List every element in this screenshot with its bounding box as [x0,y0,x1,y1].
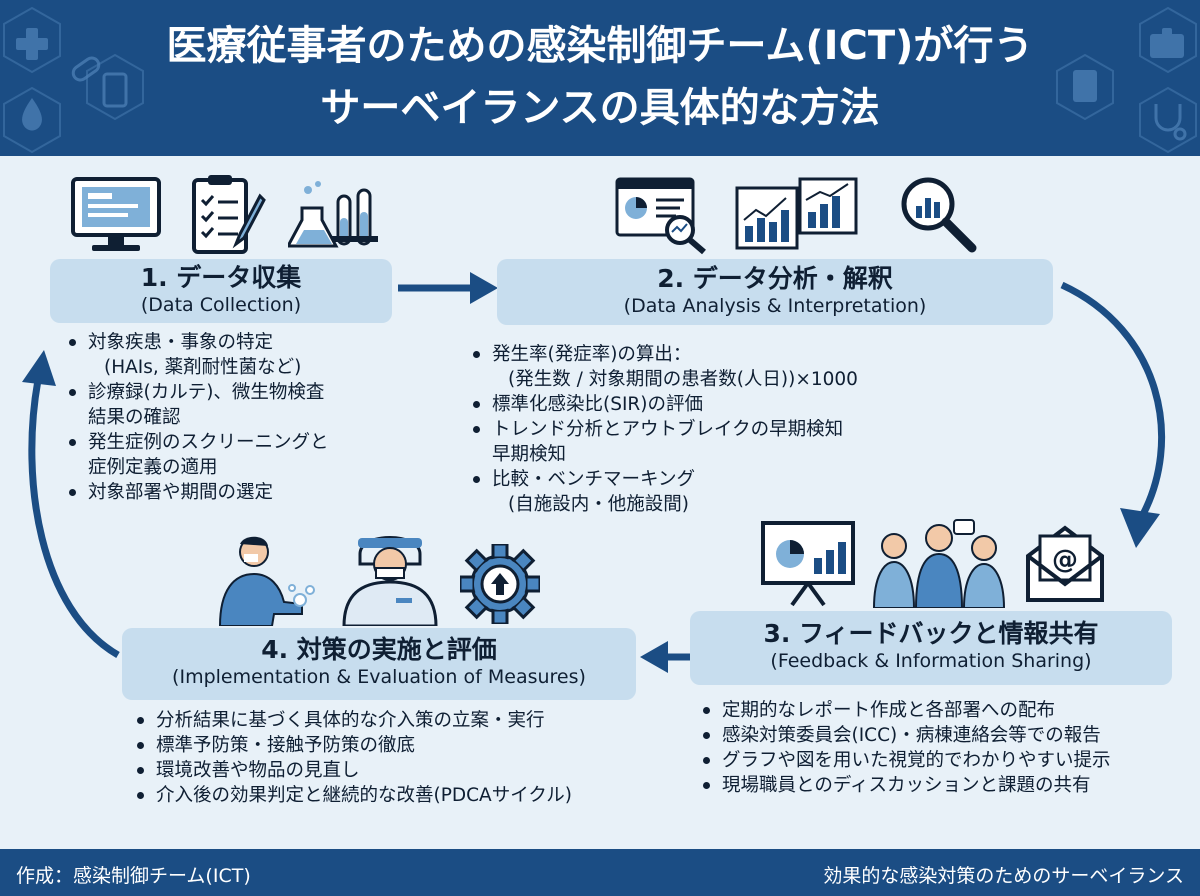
step3-title: 3. フィードバックと情報共有 [763,619,1099,648]
list-item: グラフや図を用いた視覚的でわかりやすい提示 [700,748,1192,773]
list-item: 標準化感染比(SIR)の評価 [470,392,990,417]
list-item: 対象部署や期間の選定 [66,480,396,505]
step1-subtitle: (Data Collection) [140,294,302,316]
step3-subtitle: (Feedback & Information Sharing) [770,650,1092,672]
staff-discussion-icon [872,519,1006,608]
step3-list: 定期的なレポート作成と各部署への配布 感染対策委員会(ICC)・病棟連絡会等での… [700,698,1192,798]
list-item: 定期的なレポート作成と各部署への配布 [700,698,1192,723]
clipboard-checklist-icon [192,175,266,254]
monitor-icon [71,177,161,251]
arrow-step4-to-step1 [22,350,120,659]
step1-title: 1. データ収集 [140,263,302,292]
protective-gear-icon [342,536,438,626]
step1-list: 対象疾患・事象の特定(HAIs, 薬剤耐性菌など) 診療録(カルテ)、微生物検査… [66,330,396,505]
step1-box: 1. データ収集 (Data Collection) [50,259,392,323]
medical-pattern-decoration [3,6,1197,154]
arrow-step1-to-step2 [398,272,498,304]
footer-bar: 作成：感染制御チーム(ICT) 効果的な感染対策のためのサーベイランス [0,849,1200,896]
list-item: 環境改善や物品の見直し [134,758,674,783]
list-item: 現場職員とのディスカッションと課題の共有 [700,773,1192,798]
arrow-step2-to-step3 [1060,281,1166,548]
step4-subtitle: (Implementation & Evaluation of Measures… [172,666,586,688]
list-item: トレンド分析とアウトブレイクの早期検知早期検知 [470,417,990,467]
dashboard-magnifier-icon [615,177,706,255]
header-banner: 医療従事者のための感染制御チーム(ICT)が行う サーベイランスの具体的な方法 [0,0,1200,156]
list-item: 発生症例のスクリーニングと症例定義の適用 [66,430,396,480]
arrow-step3-to-step4 [640,641,690,673]
lab-flasks-icon [288,181,378,248]
list-item: 標準予防策・接触予防策の徹底 [134,733,674,758]
step4-title: 4. 対策の実施と評価 [261,635,497,664]
footer-tagline: 効果的な感染対策のためのサーベイランス [823,865,1184,887]
list-item: 介入後の効果判定と継続的な改善(PDCAサイクル) [134,783,674,808]
list-item: 対象疾患・事象の特定(HAIs, 薬剤耐性菌など) [66,330,396,380]
list-item: 比較・ベンチマーキング(自施設内・他施設間) [470,467,990,517]
list-item: 感染対策委員会(ICC)・病棟連絡会等での報告 [700,723,1192,748]
step3-box: 3. フィードバックと情報共有 (Feedback & Information … [690,611,1172,685]
handwashing-icon [218,536,315,626]
magnifier-chart-icon [901,177,977,253]
svg-text:@: @ [1052,545,1078,575]
improvement-gear-icon [460,544,540,624]
list-item: 分析結果に基づく具体的な介入策の立案・実行 [134,708,674,733]
bar-charts-icon [735,177,858,250]
step2-subtitle: (Data Analysis & Interpretation) [623,295,927,317]
list-item: 診療録(カルテ)、微生物検査結果の確認 [66,380,396,430]
footer-author: 作成：感染制御チーム(ICT) [16,865,251,887]
presentation-board-icon [761,521,855,607]
email-icon: @ [1026,525,1104,602]
step2-title: 2. データ分析・解釈 [657,264,893,293]
page-title-line2: サーベイランスの具体的な方法 [320,85,880,131]
step2-list: 発生率(発症率)の算出：(発生数 / 対象期間の患者数(人日))×1000 標準… [470,342,990,517]
step4-box: 4. 対策の実施と評価 (Implementation & Evaluation… [122,628,636,700]
step4-list: 分析結果に基づく具体的な介入策の立案・実行 標準予防策・接触予防策の徹底 環境改… [134,708,674,808]
list-item: 発生率(発症率)の算出：(発生数 / 対象期間の患者数(人日))×1000 [470,342,990,392]
page-title-line1: 医療従事者のための感染制御チーム(ICT)が行う [166,23,1034,69]
step2-box: 2. データ分析・解釈 (Data Analysis & Interpretat… [497,259,1053,325]
